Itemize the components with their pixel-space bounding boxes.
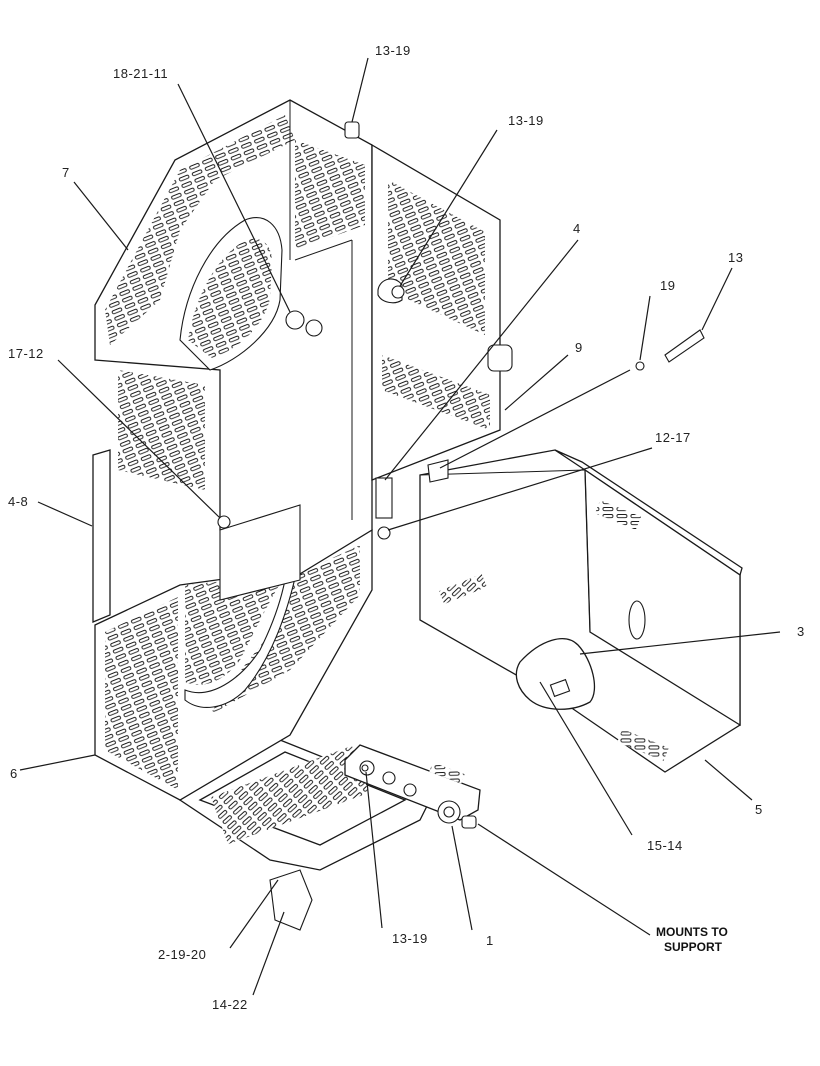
- callout-18-21-11: 18-21-11: [113, 66, 168, 81]
- callout-15-14: 15-14: [647, 838, 683, 853]
- callout-2-19-20: 2-19-20: [158, 947, 206, 962]
- callout-6: 6: [10, 766, 18, 781]
- callout-12-17: 12-17: [655, 430, 691, 445]
- callout-5: 5: [755, 802, 763, 817]
- mounts-to-support-note-line2: SUPPORT: [664, 940, 723, 954]
- washer-19: [635, 361, 645, 371]
- bracket-bolt-2: [382, 771, 396, 785]
- callout-13-19-bottom: 13-19: [392, 931, 428, 946]
- callout-14-22: 14-22: [212, 997, 248, 1012]
- spacer-9: [487, 344, 513, 372]
- nut-17-12: [217, 515, 231, 529]
- callout-13-19-upper: 13-19: [508, 113, 544, 128]
- callout-labels: 13-19 18-21-11 13-19 7 4 13 19 9 17-12 1…: [8, 43, 805, 1012]
- nut-18-21-11-a: [285, 310, 305, 330]
- callout-4-8: 4-8: [8, 494, 28, 509]
- callout-4: 4: [573, 221, 581, 236]
- nut-12-17: [377, 526, 391, 540]
- tab-2-19-20: [269, 869, 313, 931]
- plate-4: [375, 477, 393, 519]
- bracket-bolt-3: [403, 783, 417, 797]
- mounts-to-support-note-line1: MOUNTS TO: [656, 925, 728, 939]
- callout-9: 9: [575, 340, 583, 355]
- leader-lines: [19, 57, 781, 996]
- nut-upper-right: [391, 285, 405, 299]
- callout-17-12: 17-12: [8, 346, 44, 361]
- bolt-13: [664, 329, 705, 363]
- callout-19: 19: [660, 278, 675, 293]
- side-strip: [92, 449, 111, 623]
- housing-box: [419, 449, 743, 773]
- callout-13-19-top: 13-19: [375, 43, 411, 58]
- callout-3: 3: [797, 624, 805, 639]
- fasteners: [217, 121, 705, 931]
- clamp: [515, 638, 596, 710]
- nut-18-21-11-b: [305, 319, 323, 337]
- callout-13: 13: [728, 250, 743, 265]
- callout-7: 7: [62, 165, 70, 180]
- lower-guard-panel: [94, 528, 373, 801]
- base-plate: [178, 739, 431, 871]
- callout-1: 1: [486, 933, 494, 948]
- upper-guard-panel: [94, 99, 373, 601]
- housing-hole: [628, 600, 646, 640]
- housing-slots: [439, 500, 669, 761]
- bolt-top: [344, 121, 360, 139]
- right-guard-panel: [371, 143, 501, 481]
